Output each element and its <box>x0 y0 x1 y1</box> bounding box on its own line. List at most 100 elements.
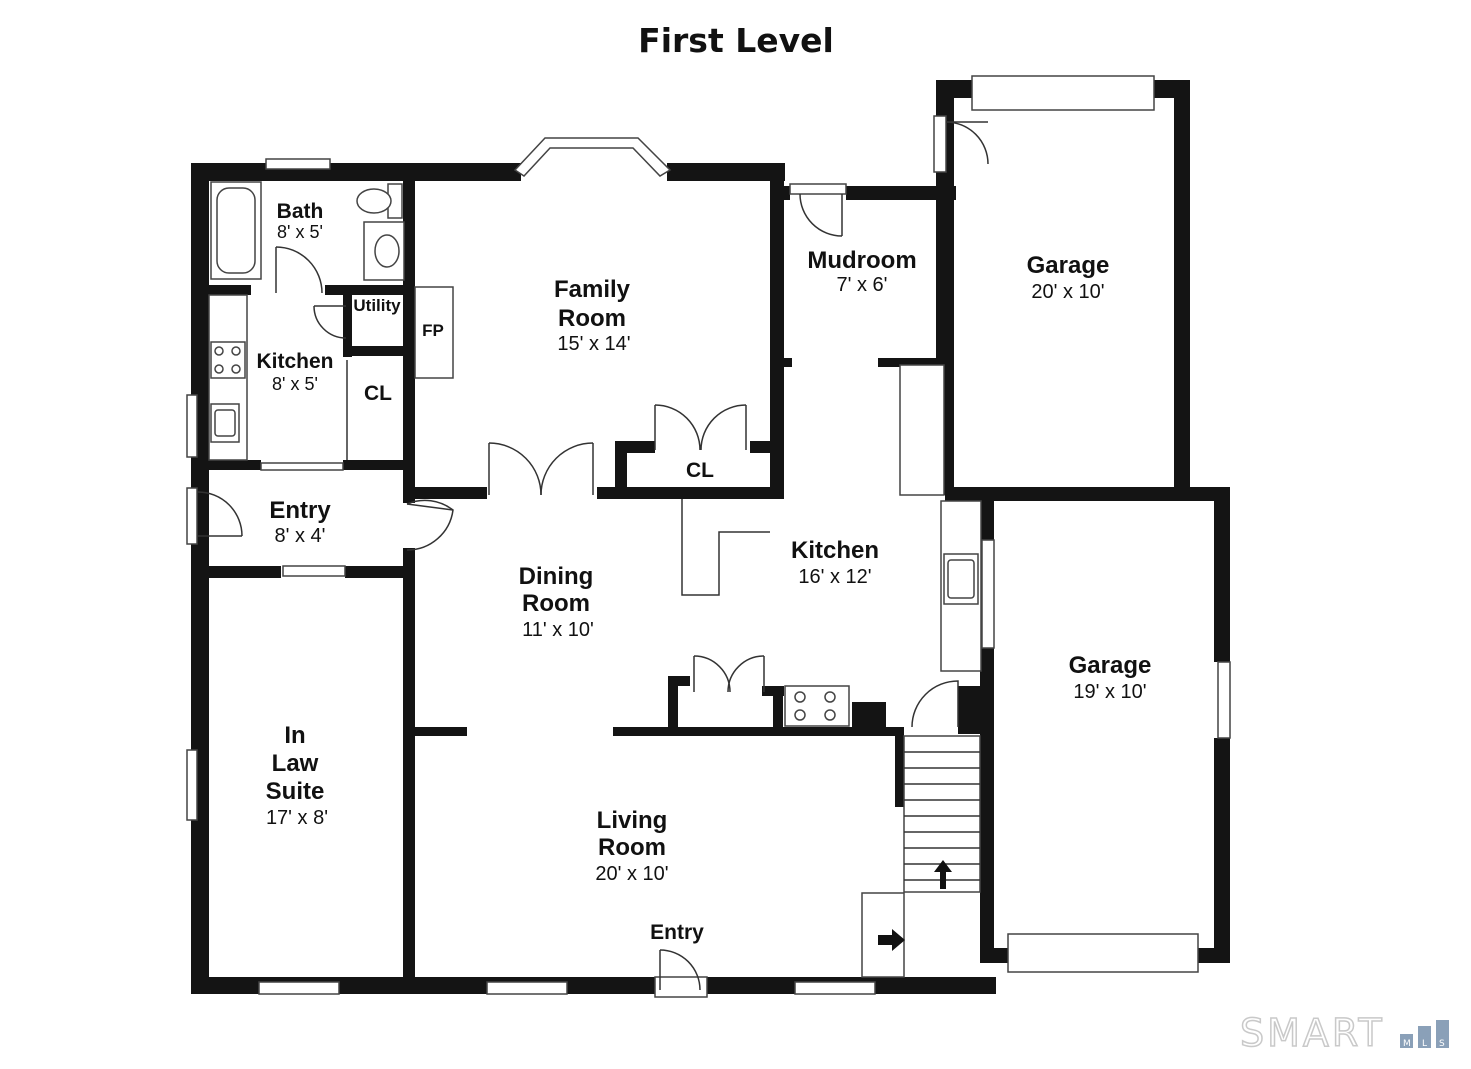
wall-garage-lower-west-1 <box>980 495 994 540</box>
wall-mud-top-right <box>846 186 956 200</box>
mudroom-closet <box>899 364 945 496</box>
wall-bath-bottom-right <box>325 285 415 295</box>
room-mudroom-dim: 7' x 6' <box>837 274 888 296</box>
wall-utility-west <box>343 285 352 357</box>
room-inlaw-name-2: Law <box>272 750 319 777</box>
wall-inlaw-east <box>403 548 415 993</box>
logo-text: SMART <box>1240 1011 1385 1055</box>
window-inlaw-bottom <box>258 981 340 995</box>
room-inlaw-dim: 17' x 8' <box>266 807 328 829</box>
window-entry-bottom <box>282 565 346 577</box>
wall-stair-top-right <box>958 686 980 734</box>
door-pantry <box>693 655 731 693</box>
room-family-name-1: Family <box>554 276 631 303</box>
fireplace-icon <box>414 286 454 379</box>
door-bath <box>275 246 323 294</box>
wall-garage-top-left <box>936 80 976 98</box>
door-front <box>659 949 701 991</box>
window-inlaw-west <box>186 749 198 821</box>
window-kitchen-small <box>186 394 198 458</box>
room-kitchen-small-dim: 8' x 5' <box>272 374 318 394</box>
walls <box>191 80 1230 994</box>
room-dining-name-1: Dining <box>519 563 594 590</box>
room-family-name-2: Room <box>558 305 626 332</box>
wall-mud-bottom-stub <box>778 358 792 367</box>
window-garage-lower <box>1217 661 1231 739</box>
garage-door-lower <box>1007 933 1199 973</box>
wall-living-top <box>613 727 903 736</box>
logo-letter-s: S <box>1439 1039 1445 1049</box>
room-cl-small-name: CL <box>364 382 392 405</box>
wall-garage-upper-east <box>1174 80 1190 495</box>
door-mudroom-frame <box>789 183 847 195</box>
room-living-name-1: Living <box>597 807 668 834</box>
wall-bath-bottom-left <box>191 285 251 295</box>
wall-stub-living-left <box>415 727 467 736</box>
room-inlaw-name-3: Suite <box>266 778 325 805</box>
room-kitchen-main-dim: 16' x 12' <box>798 566 871 588</box>
room-kitchen-main-name: Kitchen <box>791 537 879 564</box>
room-dining-dim: 11' x 10' <box>522 619 594 641</box>
window-kitchen-main <box>981 539 995 649</box>
smartmls-logo: SMART M L S <box>1239 1010 1449 1056</box>
wall-family-bottom-left <box>403 487 487 499</box>
logo-letter-l: L <box>1422 1039 1427 1049</box>
wall-pantry-top-left <box>668 676 690 686</box>
wall-utility-bottom <box>343 346 415 356</box>
room-entry-left-dim: 8' x 4' <box>275 525 326 547</box>
room-entry-front-name: Entry <box>650 921 704 944</box>
window-living-bottom-1 <box>486 981 568 995</box>
room-garage-lower-dim: 19' x 10' <box>1073 681 1146 703</box>
wall-top-family-left <box>403 163 521 181</box>
wall-cl-family-top-left <box>615 441 655 453</box>
wall-garage-lower-east-1 <box>1214 487 1230 662</box>
wall-stair-west <box>895 727 904 807</box>
kitchen-main-stove-icon <box>784 685 850 727</box>
wall-pantry-west <box>668 676 678 734</box>
door-cl-family <box>654 404 701 451</box>
room-garage-upper-name: Garage <box>1027 252 1110 279</box>
wall-cl-family-west <box>615 441 627 493</box>
room-living-name-2: Room <box>598 834 666 861</box>
door-kitchen-small <box>260 462 344 471</box>
wall-garage-upper-bottom <box>945 487 1230 501</box>
window-garage-upper-side <box>933 115 947 173</box>
door-entry-inner <box>406 499 454 551</box>
room-living-dim: 20' x 10' <box>595 863 668 885</box>
wall-garage-lower-east-2 <box>1214 738 1230 963</box>
wall-garage-lower-bottom-right <box>1196 948 1230 963</box>
door-front-frame <box>654 976 708 998</box>
window-living-bottom-2 <box>794 981 876 995</box>
room-fp-name: FP <box>422 321 444 340</box>
room-entry-left-name: Entry <box>269 497 331 524</box>
wall-family-east <box>770 163 784 497</box>
wall-chimney <box>852 702 886 734</box>
arrow-up-icon <box>934 860 952 889</box>
wall-mud-top-left <box>770 186 790 200</box>
room-utility-name: Utility <box>353 296 401 315</box>
room-bath-dim: 8' x 5' <box>277 222 323 242</box>
door-family-double <box>488 442 542 496</box>
wall-garage-lower-west-2 <box>980 648 994 963</box>
door-entry-left <box>197 491 243 537</box>
wall-pantry-east <box>773 686 783 734</box>
wall-top-family-right <box>667 163 785 181</box>
kitchen-island <box>681 499 770 596</box>
bay-window <box>513 137 672 177</box>
windows <box>186 75 1231 995</box>
door-stair <box>911 680 959 728</box>
room-dining-name-2: Room <box>522 590 590 617</box>
room-bath-name: Bath <box>277 200 324 223</box>
room-family-dim: 15' x 14' <box>557 333 630 355</box>
door-utility <box>313 305 347 339</box>
window-entry-left <box>186 487 198 545</box>
wall-cl-small-bottom <box>343 460 415 470</box>
wall-family-west <box>403 163 415 503</box>
wall-mud-bottom <box>878 358 944 367</box>
wall-entry-bottom-left <box>191 566 281 578</box>
wall-cl-family-top-right <box>750 441 780 453</box>
room-cl-family-name: CL <box>686 459 714 482</box>
door-mudroom <box>799 193 843 237</box>
garage-door-upper <box>971 75 1155 111</box>
